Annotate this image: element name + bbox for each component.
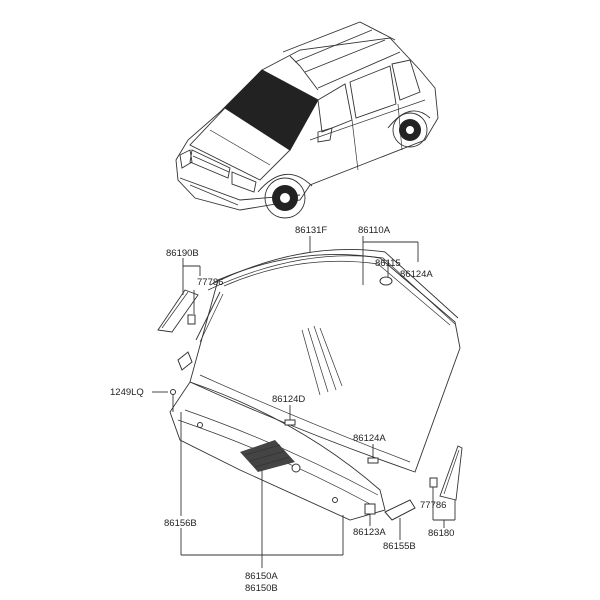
label-77786-right: 77786 <box>420 500 446 511</box>
label-77786-left: 77786 <box>197 277 223 288</box>
cowl-panel <box>169 381 386 521</box>
windshield-molding <box>195 249 459 343</box>
left-bracket <box>177 351 193 371</box>
spacer-86115 <box>379 276 393 286</box>
left-clip <box>187 314 196 325</box>
vehicle-illustration <box>175 21 439 219</box>
right-clip <box>429 477 438 488</box>
label-86156b: 86156B <box>164 518 197 529</box>
label-86124d: 86124D <box>272 394 305 405</box>
label-86155b: 86155B <box>383 541 416 552</box>
clip-86124d <box>284 419 296 426</box>
label-86124a-top: 86124A <box>400 269 433 280</box>
clip-86124a-lower <box>367 457 379 464</box>
label-86131f: 86131F <box>295 225 327 236</box>
label-86110a: 86110A <box>358 225 391 236</box>
label-86180: 86180 <box>428 528 454 539</box>
bracket-86123a <box>364 503 376 515</box>
label-86123a: 86123A <box>353 527 386 538</box>
label-86150a: 86150A <box>245 571 278 582</box>
label-86150b: 86150B <box>245 583 278 594</box>
part-labels: 86131F 86110A 86190B 86115 86124A 77786 … <box>110 225 454 594</box>
label-86124a-lower: 86124A <box>353 433 386 444</box>
label-86190b: 86190B <box>166 248 199 259</box>
windshield-glass <box>189 254 461 473</box>
label-86115: 86115 <box>375 258 401 269</box>
bracket-86155b <box>384 499 416 521</box>
screw-1249lq <box>170 389 176 412</box>
right-side-trim <box>439 445 463 501</box>
leader-lines <box>152 236 456 568</box>
label-1249lq: 1249LQ <box>110 387 144 398</box>
left-side-trim <box>157 289 199 333</box>
